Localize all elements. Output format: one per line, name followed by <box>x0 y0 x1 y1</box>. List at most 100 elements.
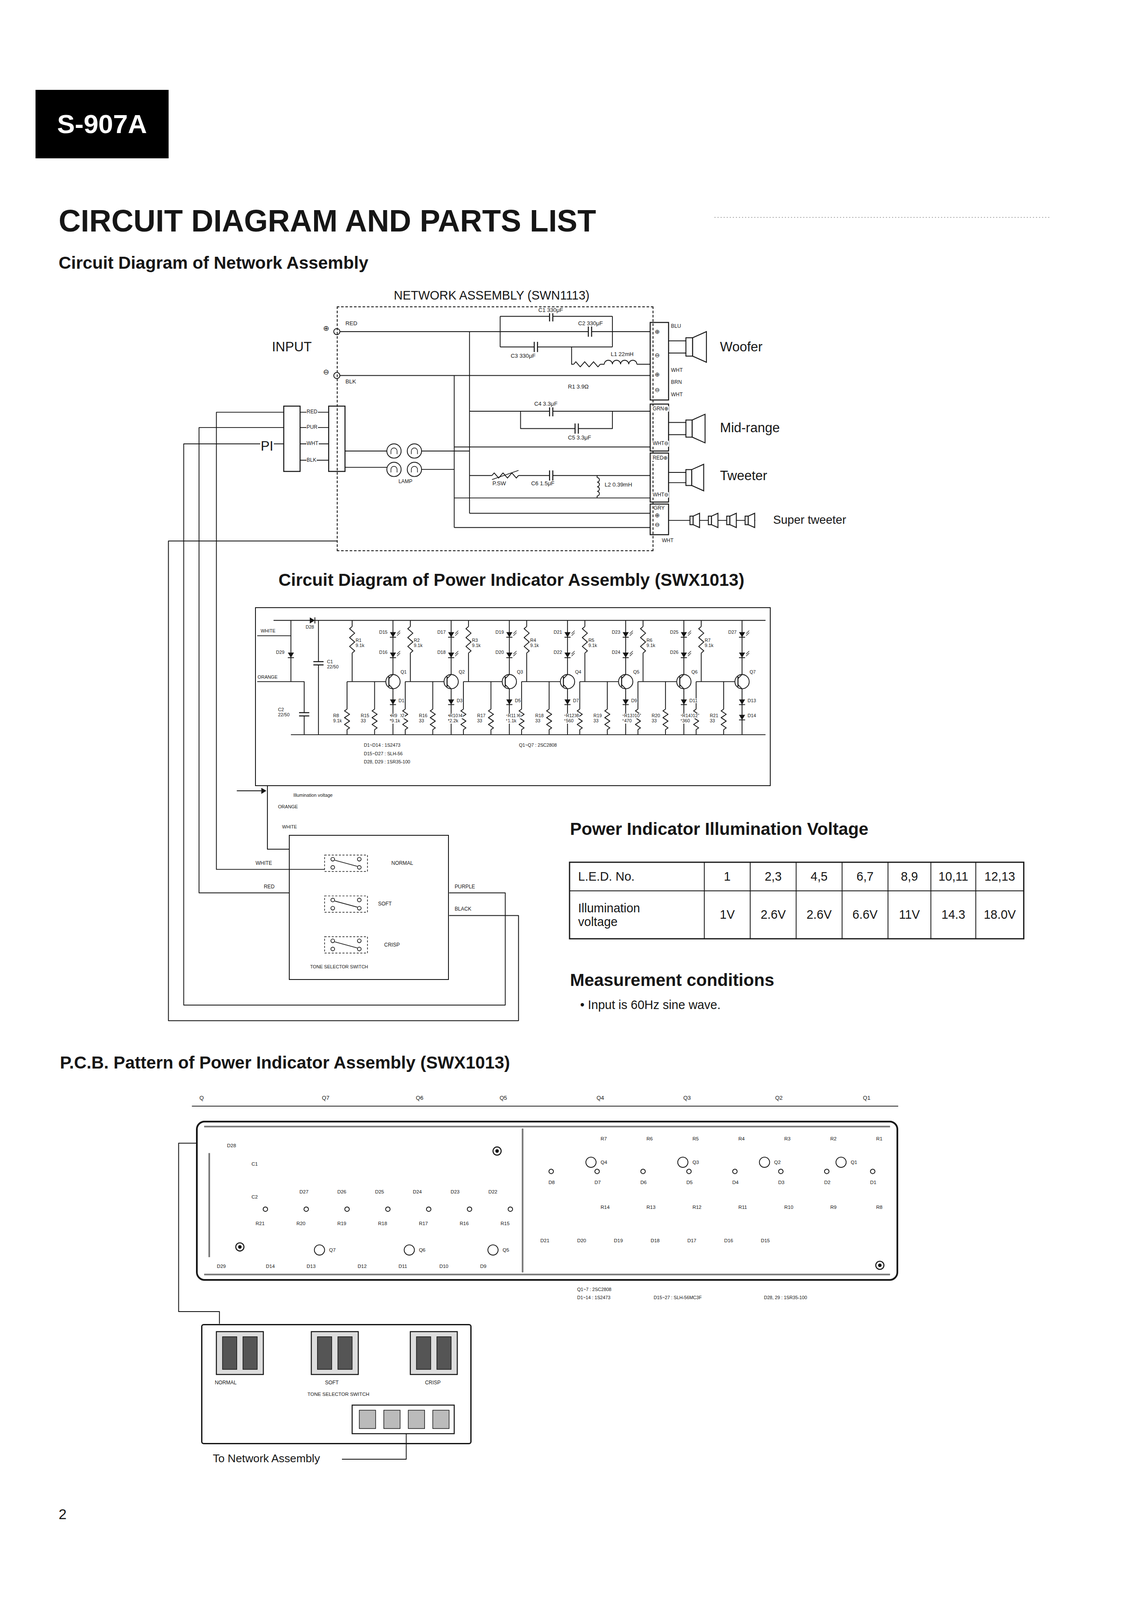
wire <box>668 352 686 354</box>
table-cell: 18.0V <box>983 908 1017 922</box>
wire <box>668 421 686 423</box>
wire <box>453 375 455 528</box>
wire <box>679 620 685 679</box>
part-label: L2 0.39mH <box>604 481 633 488</box>
resistor-symbol <box>640 626 646 654</box>
switch-contact <box>330 898 335 903</box>
part-label: D7 <box>572 698 580 704</box>
capacitor-symbol <box>552 470 554 481</box>
resistor-symbol <box>371 709 378 730</box>
part-label: D23 <box>450 1189 461 1195</box>
switch-contact <box>330 906 335 911</box>
part-label: Q5 <box>632 669 640 675</box>
diode-symbol <box>622 699 629 705</box>
speaker-symbol <box>692 331 707 363</box>
part-label: C1 330μF <box>537 307 564 314</box>
part-label: Q6 <box>691 669 698 675</box>
led-symbol <box>571 653 575 657</box>
led-symbol <box>389 657 396 659</box>
transistor-symbol <box>444 674 459 689</box>
wire <box>505 684 510 735</box>
led-symbol <box>571 632 575 636</box>
switch-contact <box>357 906 362 911</box>
mounting-hole <box>238 1245 242 1249</box>
part-label: ⊕ <box>654 328 661 336</box>
part-label: D21 <box>540 1237 550 1244</box>
led-symbol <box>688 632 692 636</box>
led-symbol <box>739 632 746 638</box>
connector-pin <box>408 1410 425 1429</box>
switch-contact <box>357 857 362 862</box>
part-label: Q7 <box>749 669 757 675</box>
led-symbol <box>622 636 629 638</box>
part-label: C2 330μF <box>577 320 604 327</box>
diode-symbol <box>739 719 746 721</box>
led-symbol <box>506 636 513 638</box>
connector-wire <box>267 786 289 850</box>
table-cell: Illumination voltage <box>577 901 641 929</box>
switch-label: CRISP <box>424 1380 441 1386</box>
part-label: R14 360 <box>681 713 692 724</box>
part-label: D17 <box>686 1237 697 1244</box>
part-label: R2 9.1k <box>413 638 423 649</box>
wire <box>638 681 680 683</box>
table-grid <box>841 862 843 939</box>
speaker-symbol <box>692 414 706 443</box>
part-label: LAMP <box>397 478 413 485</box>
part-label: Q1 <box>850 1159 858 1166</box>
resistor-symbol <box>344 709 350 730</box>
part-label: R2 <box>829 1136 838 1142</box>
part-label: D22 <box>487 1189 498 1195</box>
diode-symbol <box>680 704 687 706</box>
wire <box>612 331 651 333</box>
wire <box>469 331 470 514</box>
diode-symbol <box>287 657 294 659</box>
diode-symbol <box>448 699 455 705</box>
wire-label: BLK <box>306 457 318 464</box>
switch-symbol <box>334 860 357 867</box>
diode-symbol <box>739 704 746 706</box>
led-symbol <box>739 652 746 658</box>
diode-symbol <box>564 699 571 705</box>
part-label: ⊖ <box>654 386 661 394</box>
resistor-symbol <box>582 626 588 654</box>
capacitor-symbol <box>533 341 535 353</box>
axis-line <box>191 1105 899 1107</box>
diode-symbol <box>389 704 396 706</box>
capacitor-symbol <box>299 715 310 717</box>
table-cell: 14.3 <box>941 908 966 922</box>
part-label: R5 <box>691 1136 700 1142</box>
note: D28, 29 : 1SR35-100 <box>763 1295 808 1301</box>
part-label: D18 <box>436 650 447 656</box>
capacitor-symbol <box>577 423 579 434</box>
switch-pad <box>338 1336 353 1370</box>
mounting-hole <box>878 1263 882 1267</box>
part-label: R10 2.2k <box>449 713 459 724</box>
led-symbol <box>506 657 513 659</box>
note: D15~D27 : SLH-56 <box>363 751 404 757</box>
resistor-symbol <box>524 626 530 654</box>
part-label: R16 33 <box>418 713 428 724</box>
part-label: R7 9.1k <box>704 638 714 649</box>
connector-block <box>352 1405 455 1434</box>
solder-pad <box>686 1169 692 1174</box>
wire <box>198 427 289 893</box>
part-label: D11 <box>397 1263 408 1270</box>
led-symbol <box>680 652 687 658</box>
part-label: D19 <box>613 1237 624 1244</box>
axis-label: Q1 <box>862 1095 872 1102</box>
part-label: R3 9.1k <box>471 638 481 649</box>
part-label: D13 <box>306 1263 317 1270</box>
pcb-trace <box>204 1125 891 1128</box>
lamp-symbol <box>411 448 418 455</box>
wire <box>500 315 613 317</box>
switch-label: NORMAL <box>391 860 414 867</box>
mounting-hole <box>492 1146 502 1155</box>
switch-label: NORMAL <box>214 1380 238 1386</box>
switch-pad <box>317 1336 332 1370</box>
table-grid <box>569 862 1024 939</box>
connector-pin <box>383 1410 401 1429</box>
led-symbol <box>622 652 629 658</box>
speaker-symbol <box>689 516 693 525</box>
solder-pad <box>385 1206 390 1212</box>
